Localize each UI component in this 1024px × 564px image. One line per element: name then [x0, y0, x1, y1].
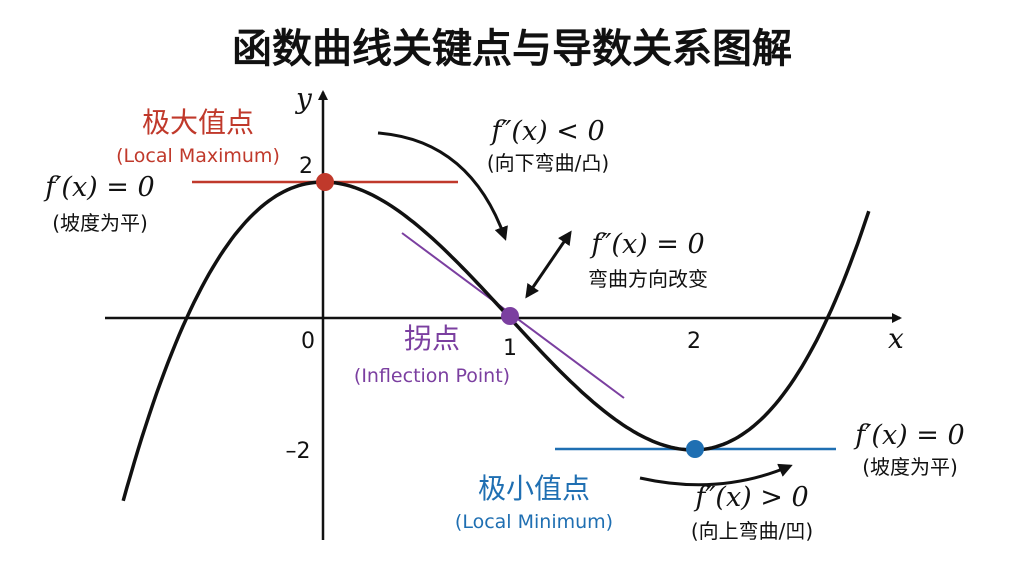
concave-up-arrow: [639, 463, 793, 487]
change-formula: f″(x) = 0: [589, 229, 704, 260]
x-tick-label-2: 2: [687, 329, 701, 354]
min-label-cn: 极小值点: [478, 472, 590, 505]
change-arrow: [525, 230, 572, 299]
max-label-cn: 极大值点: [142, 106, 254, 139]
y-tick-label-neg2: –2: [286, 439, 311, 464]
inflection-label-en: (Inflection Point): [354, 365, 510, 387]
function-curve: [121, 180, 871, 502]
origin-label: 0: [301, 329, 315, 354]
max-derivative: f′(x) = 0: [43, 172, 154, 203]
min-label-en: (Local Minimum): [455, 511, 613, 533]
local-maximum-point: [316, 173, 334, 191]
y-tick-label-2: 2: [299, 154, 313, 179]
min-derivative: f′(x) = 0: [853, 420, 964, 451]
inflection-point: [501, 307, 519, 325]
local-minimum-point: [686, 440, 704, 458]
min-note: (坡度为平): [862, 455, 958, 479]
change-note: 弯曲方向改变: [588, 267, 708, 291]
concave-down-formula: f″(x) < 0: [489, 116, 604, 147]
concave-up-formula: f″(x) > 0: [693, 482, 808, 513]
x-axis-label: x: [888, 322, 904, 355]
page-title: 函数曲线关键点与导数关系图解: [232, 26, 792, 72]
concave-down-note: (向下弯曲/凸): [487, 151, 609, 175]
max-label-en: (Local Maximum): [116, 145, 280, 167]
max-note: (坡度为平): [52, 211, 148, 235]
inflection-label-cn: 拐点: [404, 322, 460, 355]
concave-up-note: (向上弯曲/凹): [691, 519, 813, 543]
y-axis-label: y: [294, 82, 313, 115]
x-tick-label-1: 1: [503, 336, 517, 361]
concave-down-arrow: [377, 131, 508, 241]
